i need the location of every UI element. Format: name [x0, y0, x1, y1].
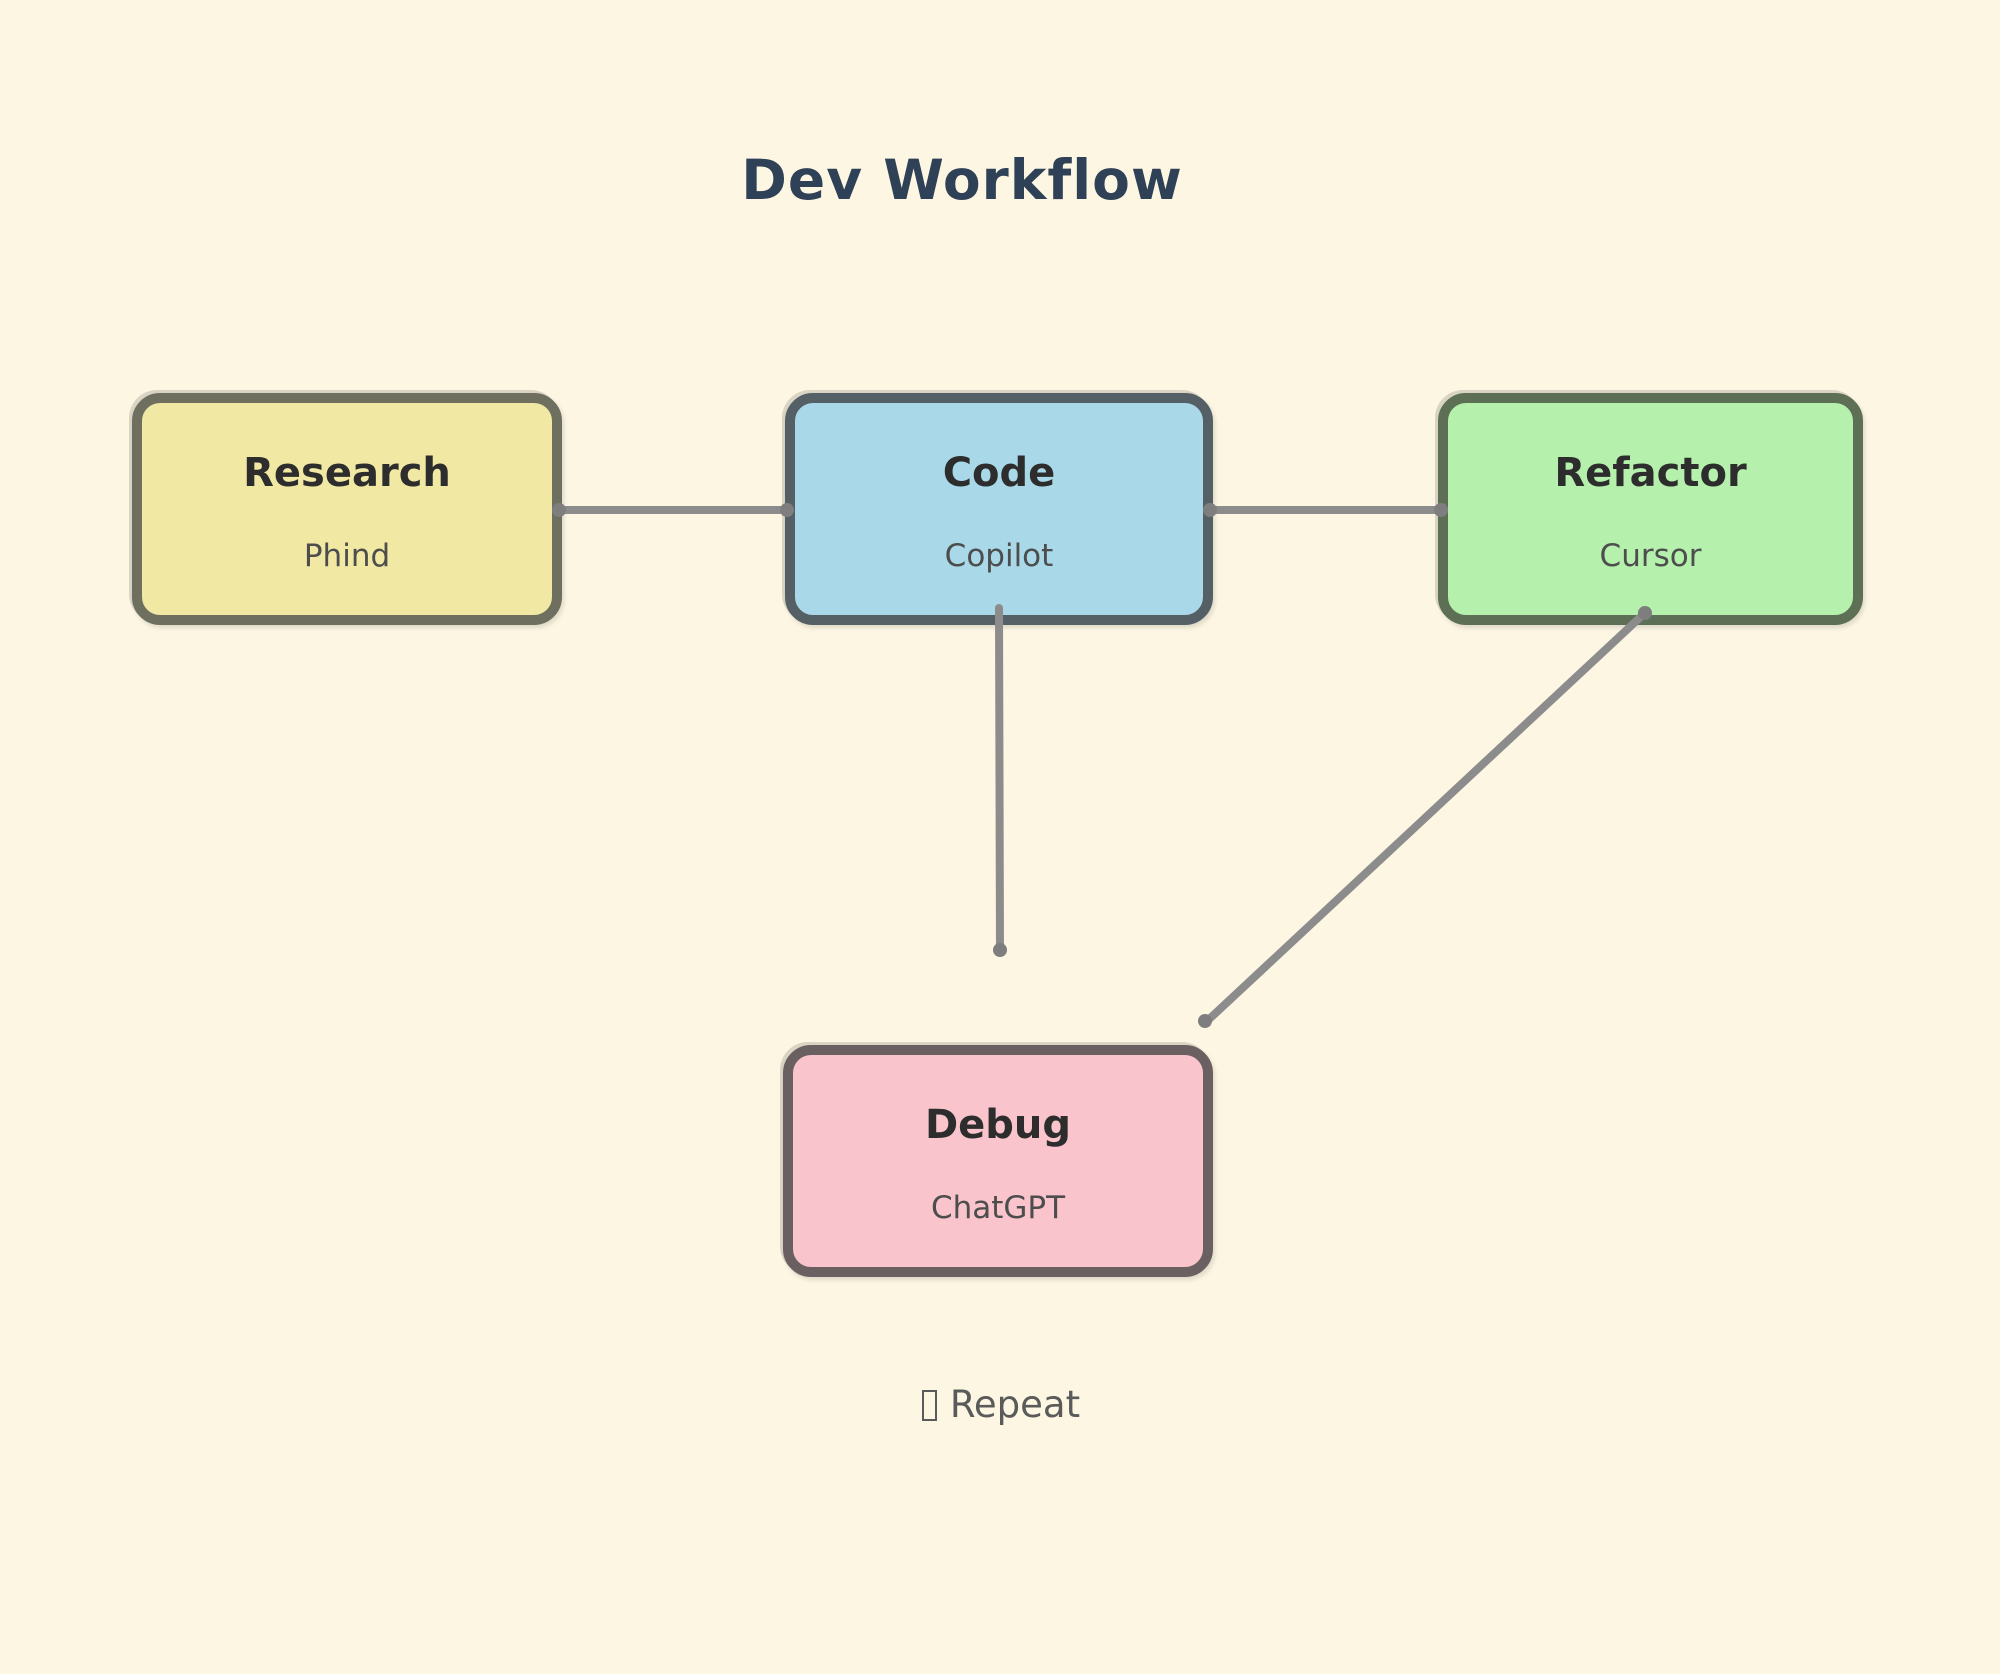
edge-code-to-debug	[995, 604, 1004, 956]
node-research-label: Research	[243, 450, 451, 496]
node-refactor-label: Refactor	[1554, 450, 1747, 496]
node-debug-label: Debug	[924, 1102, 1072, 1148]
node-refactor-tool: Cursor	[1599, 538, 1702, 574]
node-code-label: Code	[942, 450, 1056, 496]
node-code: Code Copilot	[785, 393, 1213, 625]
edge-endpoint-dot	[1198, 1014, 1212, 1028]
repeat-note-label: Repeat	[949, 1383, 1081, 1426]
node-research-tool: Phind	[303, 538, 391, 574]
diagram-title: Dev Workflow	[741, 148, 1183, 212]
node-debug-tool: ChatGPT	[930, 1190, 1066, 1226]
node-debug: Debug ChatGPT	[783, 1045, 1213, 1277]
node-refactor: Refactor Cursor	[1438, 393, 1863, 625]
node-code-tool: Copilot	[944, 538, 1054, 574]
edge-endpoint-dot	[993, 943, 1007, 957]
edge-refactor-to-debug	[1201, 607, 1651, 1027]
repeat-note: Repeat	[0, 1384, 2000, 1430]
repeat-icon-missing-glyph	[921, 1389, 937, 1421]
node-research: Research Phind	[132, 393, 562, 625]
